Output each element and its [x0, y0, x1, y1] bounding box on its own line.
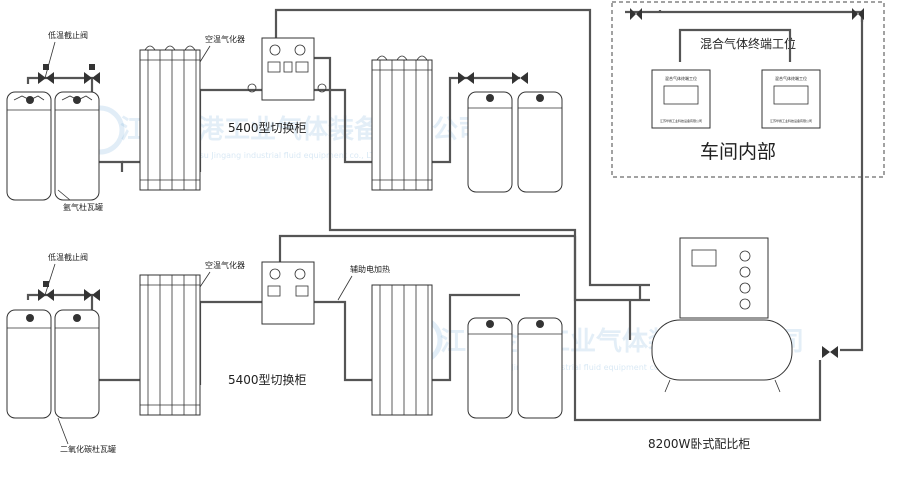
terminal-2-sub: 江苏华扬工业科技设备有限公司 — [770, 118, 812, 123]
dewar-tank-icon — [467, 317, 513, 419]
vaporizer-top-label: 空温气化器 — [205, 34, 245, 44]
workshop-boundary — [611, 1, 885, 178]
valve-icon — [38, 64, 54, 84]
ratio-cabinet-icon — [651, 237, 793, 393]
cabinet-top-label: 5400型切换柜 — [228, 121, 307, 135]
watermark-en-2: Jiangsu Jingang industrial fluid equipme… — [479, 363, 683, 372]
valve-top-label: 低温截止阀 — [48, 30, 88, 40]
tank-top-label: 氩气杜瓦罐 — [63, 202, 103, 212]
heater-bottom-label: 辅助电加热 — [350, 264, 390, 274]
vaporizer-bottom-label: 空温气化器 — [205, 260, 245, 270]
valve-icon — [458, 72, 474, 84]
switch-cabinet-icon — [261, 37, 315, 101]
valve-icon — [84, 289, 100, 301]
dewar-tank-icon — [517, 91, 563, 193]
valve-icon — [38, 281, 54, 301]
gauge-icon — [247, 83, 327, 93]
dewar-tank-icon — [54, 309, 100, 419]
dewar-tank-icon — [6, 309, 52, 419]
valve-icon — [852, 8, 864, 20]
valve-icon — [822, 346, 838, 358]
dewar-tank-icon — [467, 91, 513, 193]
valve-bottom-label: 低温截止阀 — [48, 252, 88, 262]
dewar-tank-icon — [6, 91, 52, 201]
switch-cabinet-icon — [261, 261, 315, 325]
valve-icon — [512, 72, 528, 84]
valve-icon — [630, 8, 642, 20]
terminal-2-title: 混合气体终端工位 — [775, 75, 807, 81]
valve-icon — [84, 64, 100, 84]
vaporizer-icon — [139, 45, 201, 191]
watermark-en-1: Jiangsu Jingang industrial fluid equipme… — [179, 151, 383, 160]
cabinet-bottom-label: 5400型切换柜 — [228, 373, 307, 387]
vaporizer-icon — [139, 274, 201, 416]
ratio-cabinet-label: 8200W卧式配比柜 — [648, 437, 750, 451]
workshop-label: 车间内部 — [700, 141, 776, 163]
terminal-box-label: 混合气体终端工位 — [700, 36, 796, 51]
vaporizer-icon — [371, 55, 433, 191]
terminal-1-title: 混合气体终端工位 — [665, 75, 697, 81]
tank-bottom-label: 二氧化碳杜瓦罐 — [60, 444, 116, 454]
terminal-1-sub: 江苏华扬工业科技设备有限公司 — [660, 118, 702, 123]
vaporizer-icon — [371, 284, 433, 416]
dewar-tank-icon — [54, 91, 100, 201]
dewar-tank-icon — [517, 317, 563, 419]
terminal-station-icon: 混合气体终端工位 江苏华扬工业科技设备有限公司 — [651, 69, 711, 129]
terminal-station-icon: 混合气体终端工位 江苏华扬工业科技设备有限公司 — [761, 69, 821, 129]
